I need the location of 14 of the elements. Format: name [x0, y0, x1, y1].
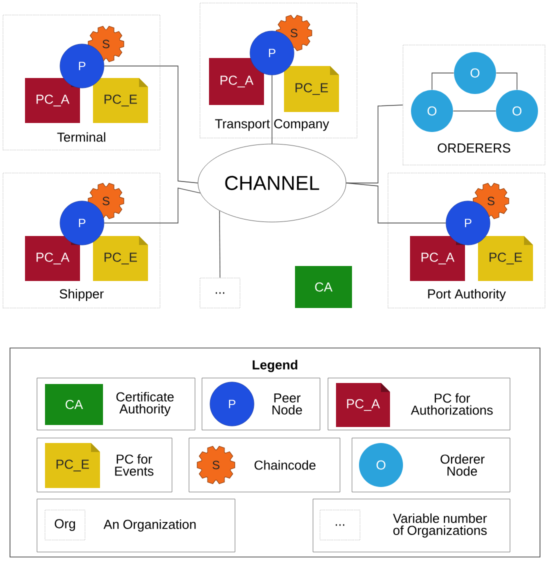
certificate-box: CA [295, 266, 352, 308]
connector-line [346, 104, 404, 184]
organization-box: Org [44, 510, 86, 540]
connector-line [104, 66, 198, 184]
connector-line [104, 188, 201, 224]
organizations-box: ... [200, 278, 240, 308]
connector-line [219, 210, 220, 278]
certificate-box: CA [45, 384, 103, 425]
connector-line [432, 72, 454, 90]
organizations-box: ... [320, 510, 360, 540]
connector-line [452, 110, 496, 112]
chaincode-gear: S [196, 446, 236, 484]
connector-line [346, 182, 446, 224]
connector-line [496, 72, 518, 90]
